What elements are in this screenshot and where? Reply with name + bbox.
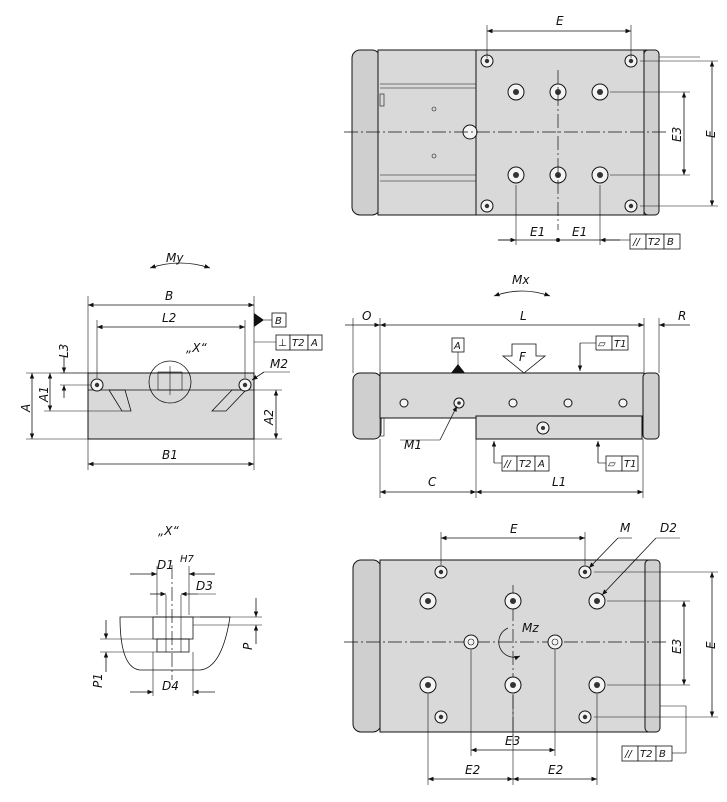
bottom-view-base <box>379 559 649 733</box>
dim-B: B <box>165 289 173 303</box>
dim-E-bottom-right: E <box>704 641 718 649</box>
front-view-carriage <box>475 415 643 440</box>
dim-P1: P1 <box>91 673 105 688</box>
svg-text:⊥: ⊥ <box>278 338 287 349</box>
dim-L2: L2 <box>162 311 176 325</box>
dim-E2-b: E2 <box>548 763 563 777</box>
front-view: Mx O L R A F <box>345 273 690 498</box>
dim-D1: D1 <box>157 558 174 572</box>
label-X-callout: „X“ <box>186 341 207 355</box>
dim-R: R <box>678 309 686 323</box>
dim-C: C <box>428 475 437 489</box>
dim-E-bottom: E <box>510 522 518 536</box>
front-holes <box>399 397 628 409</box>
label-M2: M2 <box>270 357 288 371</box>
tol-frame-side: ⊥ T2 A <box>254 334 323 351</box>
tol-frame-front: // T2 A <box>491 441 550 472</box>
bottom-view: Mz E M D2 E E3 E3 E2 E2 <box>344 521 718 785</box>
label-F: F <box>519 350 527 364</box>
dim-E1-b: E1 <box>572 225 587 239</box>
force-arrow <box>501 343 547 374</box>
svg-text:B: B <box>667 237 674 248</box>
svg-text:T2: T2 <box>519 459 531 470</box>
end-view: My „X“ B B L2 ⊥ T2 A <box>19 251 323 470</box>
svg-text:T1: T1 <box>624 459 636 470</box>
svg-text:▱: ▱ <box>608 459 616 470</box>
svg-text:T2: T2 <box>648 237 660 248</box>
detail-X-view: „X“ D1 H7 D3 P P1 D4 <box>91 524 262 696</box>
front-view-rail <box>379 372 645 419</box>
detail-X-title: „X“ <box>158 524 179 538</box>
svg-text:A: A <box>537 459 545 470</box>
dim-A1: A1 <box>37 386 51 403</box>
dim-E3-bottom-h: E3 <box>505 734 520 748</box>
top-view-endcap-left <box>351 49 381 216</box>
dim-L3: L3 <box>57 344 71 358</box>
svg-text:T1: T1 <box>614 339 626 350</box>
dim-B1: B1 <box>162 448 178 462</box>
svg-text:T2: T2 <box>292 338 304 349</box>
bottom-mount-holes <box>419 565 606 724</box>
top-view-endcap-right <box>643 49 660 216</box>
dim-E1-a: E1 <box>530 225 545 239</box>
dim-A: A <box>19 404 33 413</box>
dim-E2-a: E2 <box>465 763 480 777</box>
dim-O: O <box>362 309 371 323</box>
top-view: E E E3 E1 E1 // T2 B <box>344 14 718 250</box>
label-M1: M1 <box>404 438 422 452</box>
front-view-endcap-right <box>642 372 660 440</box>
label-M: M <box>620 521 631 535</box>
flatness-bottom: ▱ T1 <box>595 441 639 472</box>
dim-E3-top: E3 <box>670 127 684 142</box>
top-view-carriage <box>475 49 645 216</box>
svg-text:A: A <box>310 338 318 349</box>
datum-B: B <box>275 316 282 327</box>
end-view-body <box>87 372 255 440</box>
dim-E-top-right: E <box>704 130 718 138</box>
label-D2: D2 <box>660 521 677 535</box>
datum-A: A <box>453 341 461 352</box>
dim-L: L <box>520 309 527 323</box>
label-Mx: Mx <box>512 273 530 287</box>
svg-text:▱: ▱ <box>598 339 606 350</box>
svg-text:T2: T2 <box>640 749 652 760</box>
label-Mz: Mz <box>522 621 539 635</box>
svg-text://: // <box>503 459 512 470</box>
svg-text://: // <box>632 237 641 248</box>
svg-text:B: B <box>659 749 666 760</box>
dim-D4: D4 <box>162 679 179 693</box>
bottom-view-endcap-left <box>352 559 382 733</box>
dim-A2: A2 <box>262 409 276 426</box>
tol-frame-top: // T2 B <box>620 233 681 250</box>
dim-D3: D3 <box>196 579 213 593</box>
dim-E-top: E <box>556 14 564 28</box>
dim-L1: L1 <box>552 475 566 489</box>
dim-D1-fit: H7 <box>180 554 195 565</box>
bottom-view-endcap-right <box>644 559 661 733</box>
dim-E3-bottom-v: E3 <box>670 639 684 654</box>
tol-frame-bottom: // T2 B <box>621 705 687 762</box>
detail-X-circle <box>148 360 192 404</box>
dim-P: P <box>241 642 255 650</box>
label-My: My <box>166 251 184 265</box>
flatness-top: ▱ T1 <box>577 335 629 371</box>
front-view-endcap-left <box>352 372 382 440</box>
svg-text://: // <box>624 749 633 760</box>
